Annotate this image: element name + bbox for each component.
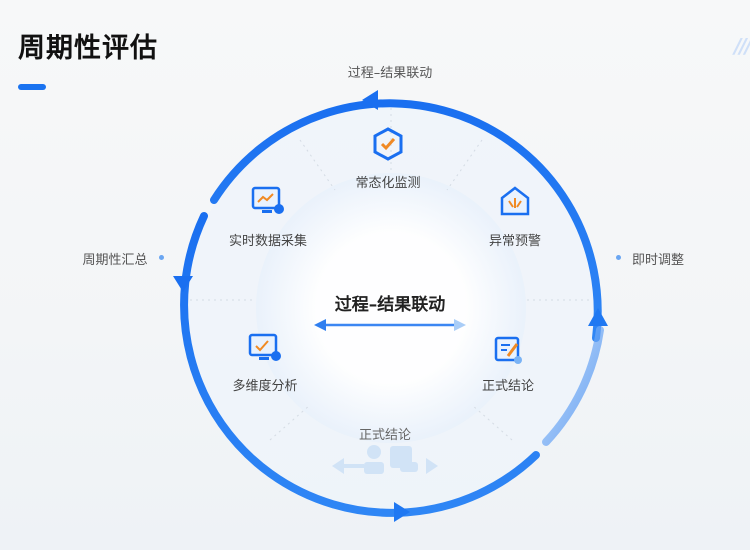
right-dot (616, 255, 621, 260)
monitor-check-icon (247, 332, 283, 368)
node-label: 正式结论 (482, 375, 534, 394)
bottom-node-label: 正式结论 (359, 424, 411, 443)
left-dot (159, 255, 164, 260)
warning-house-icon (499, 185, 531, 221)
node-label: 常态化监测 (355, 172, 420, 191)
node-label: 多维度分析 (232, 375, 297, 394)
node-label: 异常预警 (489, 230, 541, 249)
outer-label-left: 周期性汇总 (82, 249, 147, 268)
shield-check-icon (371, 127, 405, 165)
monitor-chart-icon (250, 185, 286, 221)
outer-label-right: 即时调整 (632, 249, 684, 268)
node-label: 实时数据采集 (229, 230, 307, 249)
document-edit-icon (492, 334, 524, 370)
center-title: 过程–结果联动 (335, 290, 446, 315)
outer-label-top: 过程–结果联动 (348, 62, 433, 81)
